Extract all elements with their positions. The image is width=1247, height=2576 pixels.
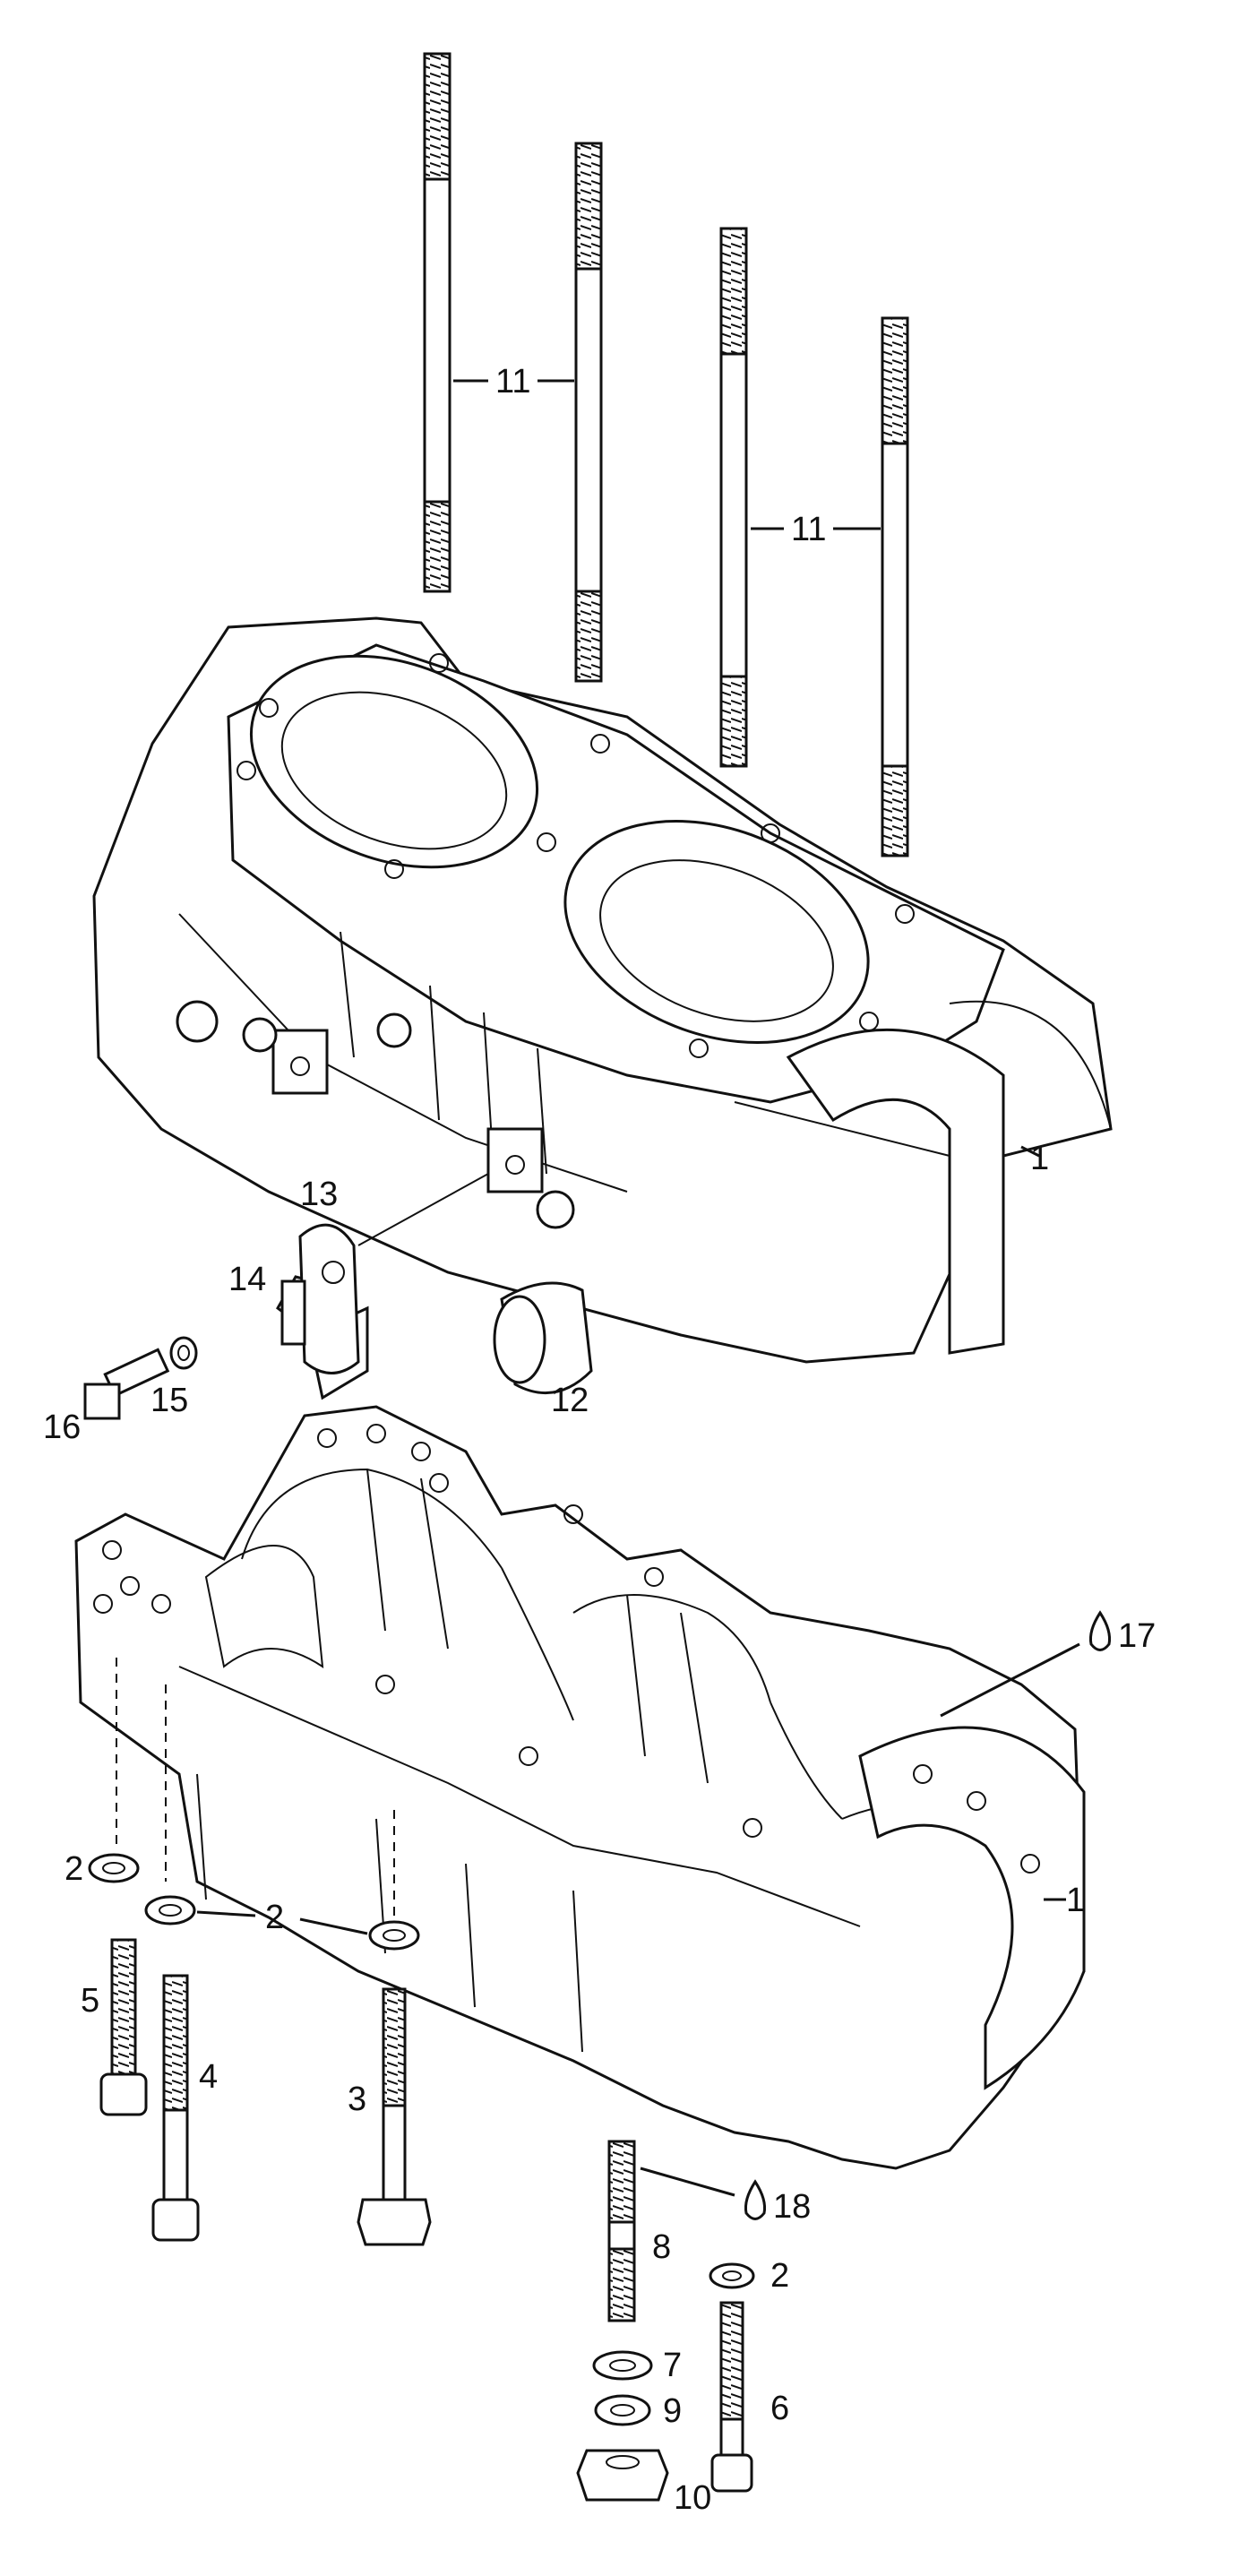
callout-7: 7 <box>663 2347 682 2384</box>
lower-bolts: 5 4 3 <box>81 1938 432 2246</box>
callout-1-lower: 1 <box>1066 1882 1085 1919</box>
callout-5: 5 <box>81 1982 99 2020</box>
callout-1-upper: 1 <box>1030 1140 1049 1177</box>
callout-4: 4 <box>199 2058 218 2096</box>
callout-2-left: 2 <box>64 1850 83 1888</box>
stud-3 <box>719 227 748 768</box>
callout-11-left: 11 <box>495 363 530 401</box>
washers: 2 2 <box>64 1850 420 1951</box>
callout-6: 6 <box>770 2390 789 2427</box>
callout-9: 9 <box>663 2392 682 2430</box>
callout-15: 15 <box>150 1382 188 1419</box>
callout-2-middle: 2 <box>265 1899 284 1936</box>
callout-16: 16 <box>43 1409 81 1446</box>
small-parts: 14 13 12 15 16 <box>43 1173 593 1446</box>
callout-8: 8 <box>652 2228 671 2266</box>
callout-12: 12 <box>551 1382 589 1419</box>
callout-11-right: 11 <box>791 511 826 548</box>
callout-10: 10 <box>674 2479 711 2517</box>
callout-17: 17 <box>1118 1617 1156 1655</box>
callout-13: 13 <box>300 1176 338 1213</box>
drop-icon <box>1089 1610 1111 1651</box>
stud-2 <box>574 142 603 683</box>
lower-crankcase: 17 1 <box>74 1405 1156 2170</box>
callout-14: 14 <box>228 1261 266 1298</box>
upper-crankcase: 1 <box>92 616 1113 1364</box>
callout-3: 3 <box>348 2081 366 2118</box>
long-studs: 11 11 <box>423 52 909 857</box>
stud-hardware: 18 8 7 9 10 2 6 <box>576 2140 811 2517</box>
callout-18: 18 <box>773 2188 811 2226</box>
drop-icon <box>744 2179 766 2220</box>
callout-2-right: 2 <box>770 2257 789 2295</box>
stud-1 <box>423 52 452 593</box>
stud-4 <box>881 316 909 857</box>
